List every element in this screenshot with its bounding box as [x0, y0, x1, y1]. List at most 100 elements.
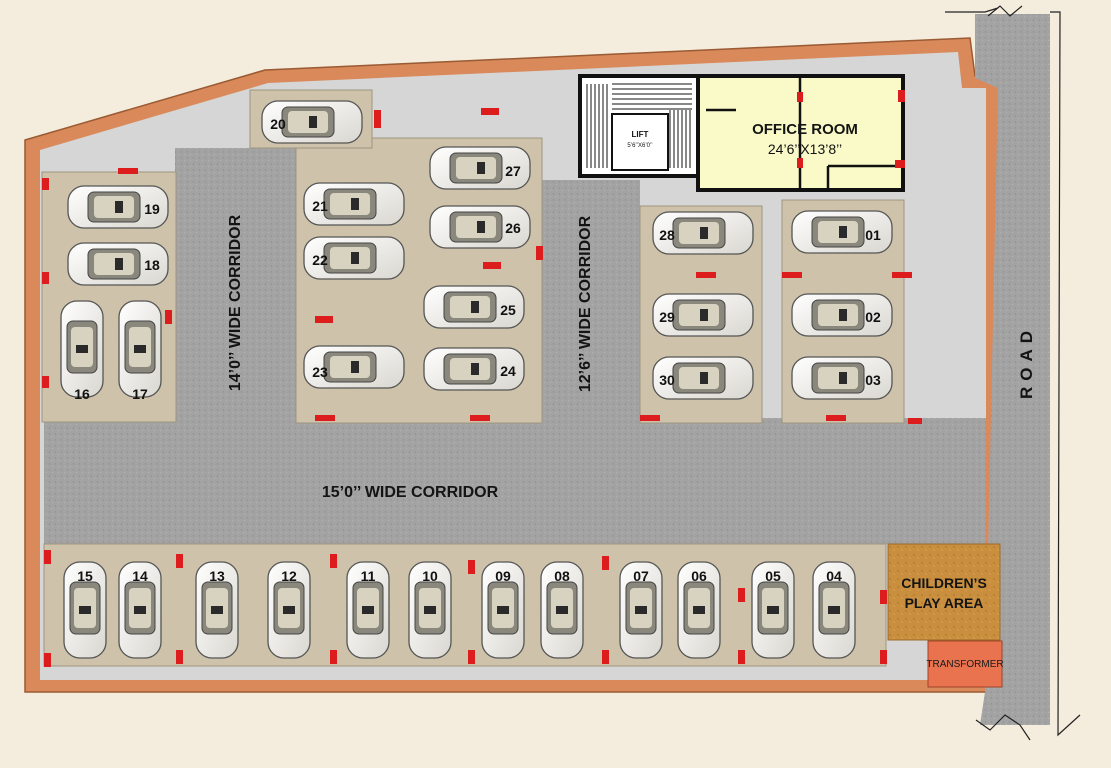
car-sunroof	[700, 372, 708, 384]
red-marker	[176, 650, 183, 664]
red-marker	[42, 376, 49, 388]
slot-number: 07	[633, 568, 649, 584]
corridor-mid-label: 12’6’’ WIDE CORRIDOR	[577, 215, 594, 392]
car-sunroof	[134, 606, 146, 614]
slot-number: 01	[865, 227, 881, 243]
red-marker	[602, 556, 609, 570]
parking-slot: 12	[267, 561, 311, 659]
car-roof	[450, 358, 490, 380]
red-marker	[176, 554, 183, 568]
slot-number: 23	[312, 364, 328, 380]
slot-number: 09	[495, 568, 511, 584]
slot-number: 04	[826, 568, 842, 584]
red-marker	[826, 415, 846, 421]
parking-slot: 02	[791, 293, 893, 337]
parking-slot: 06	[677, 561, 721, 659]
parking-slot: 23	[303, 345, 405, 389]
slot-number: 24	[500, 363, 516, 379]
slot-number: 17	[132, 386, 148, 402]
red-marker	[315, 415, 335, 421]
red-marker	[315, 316, 333, 323]
car-roof	[818, 367, 858, 389]
car-roof	[679, 304, 719, 326]
red-marker	[892, 272, 912, 278]
lift-title: LIFT	[632, 130, 649, 139]
red-markers	[42, 108, 922, 667]
office-size: 24’6’’X13’8’’	[768, 141, 842, 157]
road-edge-right	[1050, 11, 1081, 737]
slot-number: 22	[312, 252, 328, 268]
office-title: OFFICE ROOM	[752, 121, 858, 138]
parking-slot: 13	[195, 561, 239, 659]
parking-slot: 30	[652, 356, 754, 400]
parking-slot: 18	[67, 242, 169, 286]
car-sunroof	[211, 606, 223, 614]
slot-number: 12	[281, 568, 297, 584]
red-marker	[908, 418, 922, 424]
parking-slot: 17	[118, 300, 162, 402]
slot-number: 11	[361, 568, 376, 584]
play-area-line2: PLAY AREA	[905, 595, 984, 611]
slot-number: 30	[659, 372, 675, 388]
slot-number: 21	[312, 198, 328, 214]
road-edge-left	[945, 7, 999, 13]
red-marker	[42, 272, 49, 284]
childrens-play-area: CHILDREN’S PLAY AREA	[887, 543, 1001, 641]
corridor-left-label: 14’0’’ WIDE CORRIDOR	[227, 214, 244, 391]
car-sunroof	[351, 361, 359, 373]
car-sunroof	[351, 252, 359, 264]
car-sunroof	[283, 606, 295, 614]
parking-slot: 09	[481, 561, 525, 659]
car-roof	[679, 222, 719, 244]
car-roof	[818, 221, 858, 243]
slot-number: 19	[144, 201, 160, 217]
red-marker	[536, 246, 543, 260]
parking-slot: 04	[812, 561, 856, 659]
transformer: TRANSFORMER	[926, 640, 1004, 688]
office-door	[797, 158, 803, 168]
red-marker	[602, 650, 609, 664]
slot-number: 13	[209, 568, 225, 584]
lift-size: 5’6’’X6’0’’	[627, 143, 652, 149]
lift-shaft	[611, 113, 669, 171]
car-sunroof	[635, 606, 647, 614]
red-marker	[481, 108, 499, 115]
parking-slot: 29	[652, 293, 754, 337]
car-sunroof	[134, 345, 146, 353]
car-sunroof	[839, 226, 847, 238]
red-marker	[880, 590, 887, 604]
parking-slot: 14	[118, 561, 162, 659]
road-label: ROAD	[1017, 325, 1036, 399]
car-sunroof	[700, 309, 708, 321]
red-marker	[330, 650, 337, 664]
slot-number: 15	[77, 568, 93, 584]
car-sunroof	[477, 221, 485, 233]
car-roof	[818, 304, 858, 326]
parking-slot: 22	[303, 236, 405, 280]
parking-slot: 24	[423, 347, 525, 391]
car-sunroof	[424, 606, 436, 614]
car-roof	[450, 296, 490, 318]
car-sunroof	[839, 372, 847, 384]
car-sunroof	[115, 201, 123, 213]
slot-number: 16	[74, 386, 90, 402]
play-area-line1: CHILDREN’S	[901, 575, 987, 591]
slot-number: 03	[865, 372, 881, 388]
red-marker	[880, 650, 887, 664]
slot-number: 28	[659, 227, 675, 243]
red-marker	[738, 588, 745, 602]
slot-number: 14	[132, 568, 148, 584]
red-marker	[640, 415, 660, 421]
slot-number: 18	[144, 257, 160, 273]
car-sunroof	[497, 606, 509, 614]
parking-slot: 21	[303, 182, 405, 226]
parking-slot: 26	[429, 205, 531, 249]
car-sunroof	[79, 606, 91, 614]
car-sunroof	[477, 162, 485, 174]
road-break-top	[987, 5, 1023, 17]
office-door	[797, 92, 803, 102]
car-roof	[94, 253, 134, 275]
red-marker	[696, 272, 716, 278]
stair-lift-block: LIFT 5’6’’X6’0’’	[578, 74, 700, 178]
